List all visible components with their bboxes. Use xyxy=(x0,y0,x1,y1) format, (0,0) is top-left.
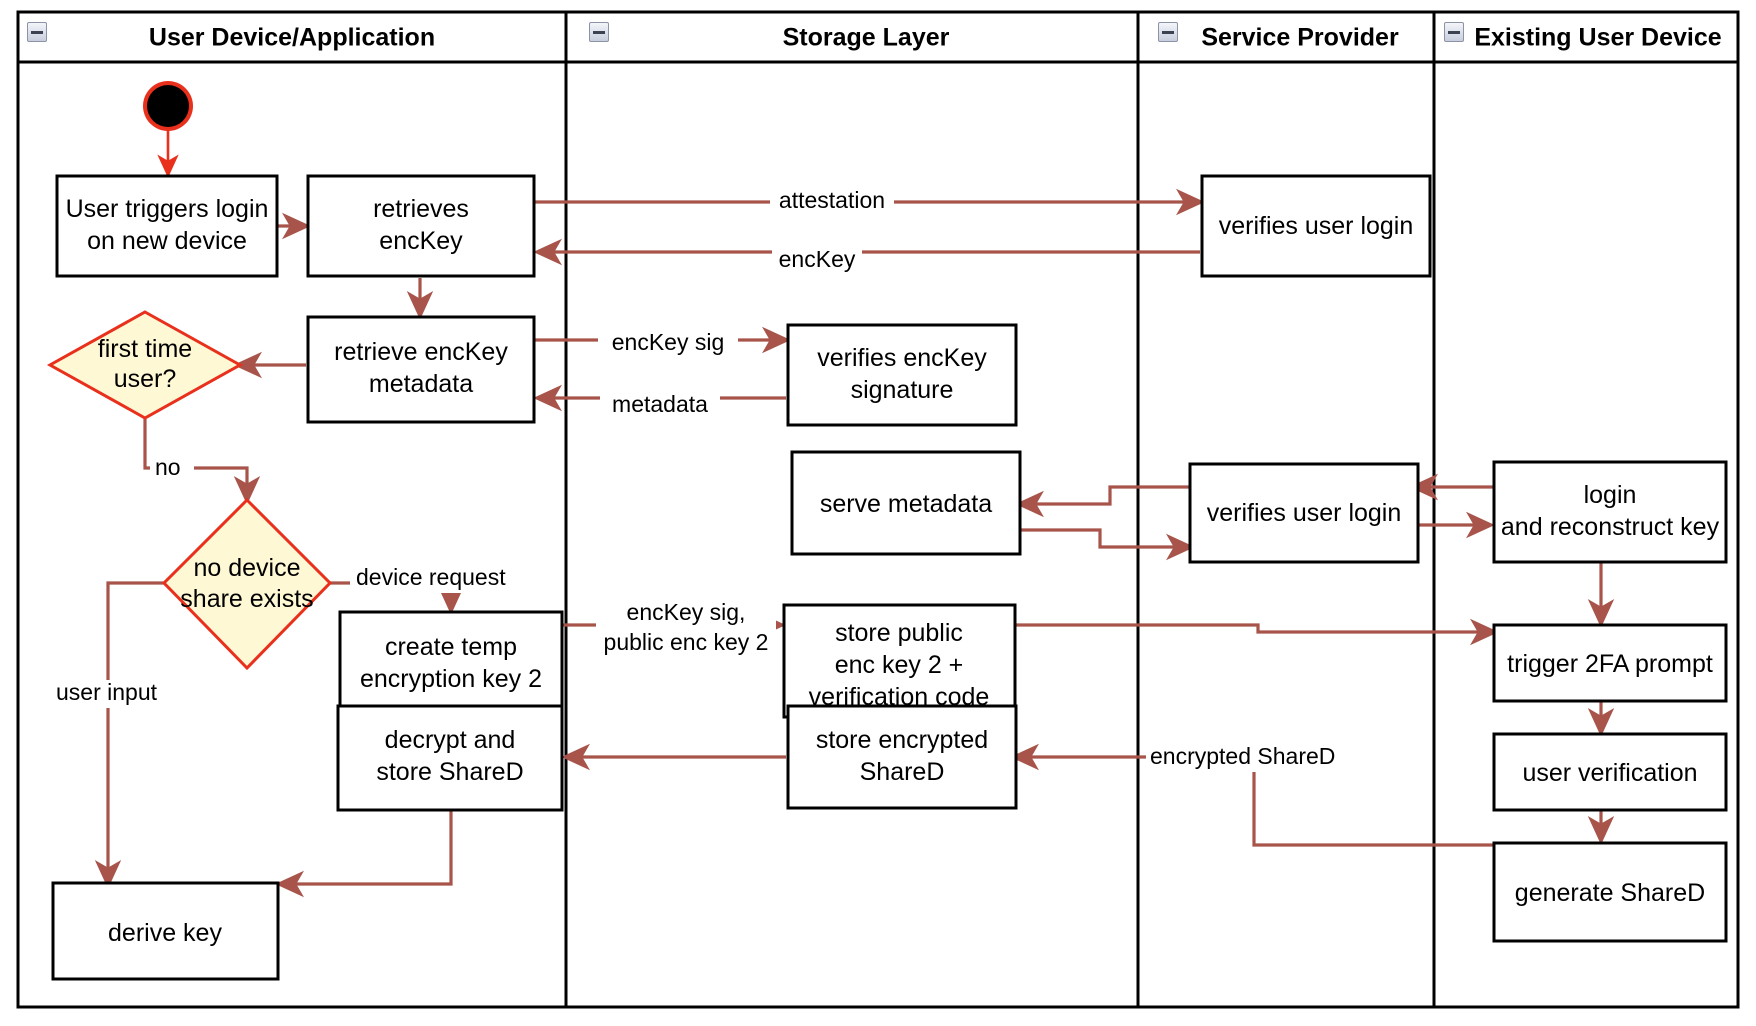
node-label-line1: login xyxy=(1584,481,1637,509)
edge-label-enckey-sig: encKey sig xyxy=(612,329,725,355)
edge-label-user-input: user input xyxy=(56,679,158,705)
lane-title-storage-layer: Storage Layer xyxy=(783,24,950,52)
edge-encrypted-shared xyxy=(1010,743,1494,847)
node-label-line1: User triggers login xyxy=(66,195,269,223)
node-login-and-reconstruct-key[interactable]: login and reconstruct key xyxy=(1492,460,1728,564)
node-label-line2: store ShareD xyxy=(376,758,523,786)
edge-decrypt-to-derive xyxy=(275,810,453,898)
lane-title-user-device: User Device/Application xyxy=(149,24,435,52)
label-bg xyxy=(350,565,530,593)
node-label-line1: generate ShareD xyxy=(1515,879,1705,907)
minus-icon-lane-user-device[interactable] xyxy=(27,22,47,42)
node-label-line1: retrieve encKey xyxy=(334,338,508,366)
edge-label-enckey-sig-pub-line1: encKey sig, xyxy=(627,599,746,625)
node-label-line2: encKey xyxy=(379,227,463,255)
minus-icon-lane-storage-layer[interactable] xyxy=(589,22,609,42)
decision-first-time-user[interactable]: first time user? xyxy=(46,310,244,420)
decision-label-line1: first time xyxy=(98,335,192,363)
node-create-temp-encryption-key-2[interactable]: create temp encryption key 2 xyxy=(338,610,564,718)
node-store-public-enc-key-2[interactable]: store public enc key 2 + verification co… xyxy=(782,603,1017,719)
edge-user-input xyxy=(94,581,165,889)
node-label-line1: retrieves xyxy=(373,195,469,223)
lane-title-existing-user-device: Existing User Device xyxy=(1474,24,1721,52)
decision-label-line2: user? xyxy=(114,365,177,393)
node-label-line2: enc key 2 + xyxy=(835,651,964,679)
edge-label-attestation: attestation xyxy=(779,187,885,213)
node-label-line1: decrypt and xyxy=(385,726,516,754)
node-label-line1: verifies user login xyxy=(1207,499,1402,527)
edge-serve-metadata-to-provider xyxy=(1020,528,1195,561)
edge-no-to-no-device-share xyxy=(143,415,261,505)
node-label-line1: store encrypted xyxy=(816,726,988,754)
minus-icon-lane-existing-user-device[interactable] xyxy=(1444,22,1464,42)
node-label-line2: metadata xyxy=(369,370,473,398)
node-generate-shared[interactable]: generate ShareD xyxy=(1492,841,1728,943)
node-label-line1: serve metadata xyxy=(820,490,992,518)
node-verifies-user-login-2[interactable]: verifies user login xyxy=(1188,462,1420,564)
node-user-verification[interactable]: user verification xyxy=(1492,732,1728,812)
node-label-line2: ShareD xyxy=(860,758,945,786)
node-label-line2: on new device xyxy=(87,227,247,255)
label-bg xyxy=(150,456,194,482)
node-serve-metadata[interactable]: serve metadata xyxy=(790,450,1022,556)
node-label-line1: create temp xyxy=(385,633,517,661)
node-label-line2: and reconstruct key xyxy=(1501,513,1720,541)
lane-user-device[interactable]: User Device/Application xyxy=(16,10,568,1009)
label-bg xyxy=(600,392,720,420)
node-label-line1: user verification xyxy=(1522,759,1697,787)
label-bg xyxy=(770,188,894,216)
decision-no-device-share-exists[interactable]: no device share exists xyxy=(161,497,333,671)
node-user-triggers-login[interactable]: User triggers login on new device xyxy=(55,174,279,278)
edge-label-enckey: encKey xyxy=(779,246,856,272)
node-store-encrypted-shared[interactable]: store encrypted ShareD xyxy=(786,704,1018,810)
node-label-line1: verifies encKey xyxy=(817,344,987,372)
edge-provider-to-serve-metadata xyxy=(1015,485,1190,518)
node-label-line1: derive key xyxy=(108,919,222,947)
node-label-line1: verifies user login xyxy=(1219,212,1414,240)
node-label-line1: store public xyxy=(835,619,963,647)
node-retrieves-enckey[interactable]: retrieves encKey xyxy=(306,174,536,278)
initial-node xyxy=(143,81,193,131)
decision-label-line2: share exists xyxy=(180,585,313,613)
node-derive-key[interactable]: derive key xyxy=(51,881,280,981)
label-bg xyxy=(598,330,738,358)
label-bg xyxy=(596,595,776,657)
edge-label-no: no xyxy=(155,454,181,480)
node-decrypt-and-store-shared[interactable]: decrypt and store ShareD xyxy=(336,704,564,812)
lane-title-service-provider: Service Provider xyxy=(1201,24,1399,52)
edge-label-device-request: device request xyxy=(356,564,506,590)
label-bg xyxy=(1146,742,1346,772)
decision-label-line1: no device xyxy=(193,554,300,582)
edge-label-metadata: metadata xyxy=(612,391,708,417)
label-bg xyxy=(772,246,862,274)
node-trigger-2fa-prompt[interactable]: trigger 2FA prompt xyxy=(1492,623,1728,703)
edge-store-public-to-2fa xyxy=(1015,618,1499,646)
edge-label-enckey-sig-pub-line2: public enc key 2 xyxy=(604,629,769,655)
minus-icon-lane-service-provider[interactable] xyxy=(1158,22,1178,42)
node-verifies-user-login-1[interactable]: verifies user login xyxy=(1200,174,1432,278)
label-bg xyxy=(52,680,164,708)
node-label-line2: signature xyxy=(851,376,954,404)
node-label-line1: trigger 2FA prompt xyxy=(1507,650,1713,678)
node-verifies-enckey-signature[interactable]: verifies encKey signature xyxy=(786,323,1018,427)
edge-label-encrypted-shared: encrypted ShareD xyxy=(1150,743,1335,769)
node-retrieve-enckey-metadata[interactable]: retrieve encKey metadata xyxy=(306,315,536,424)
node-label-line2: encryption key 2 xyxy=(360,665,542,693)
